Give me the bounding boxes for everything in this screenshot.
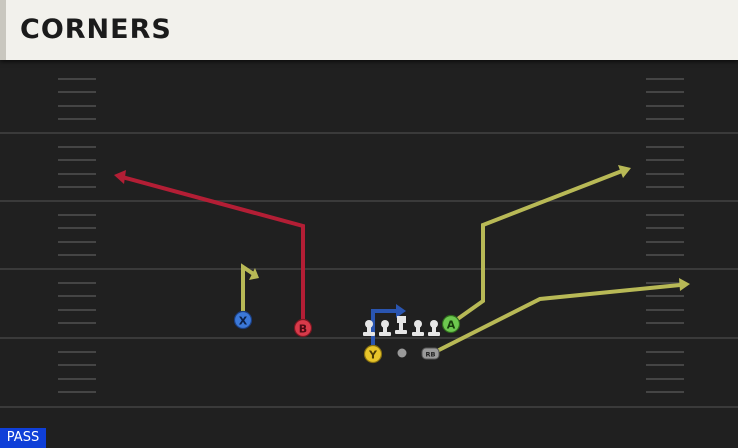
running-back[interactable]: RB bbox=[421, 347, 440, 360]
a-button-icon bbox=[441, 314, 461, 334]
route-rb-wheel bbox=[437, 283, 682, 352]
lineman bbox=[379, 320, 391, 336]
route-b-arrowhead bbox=[114, 170, 126, 184]
route-b-corner bbox=[120, 175, 305, 322]
yard-lines bbox=[0, 132, 738, 408]
receiver-a-label: A bbox=[447, 319, 456, 332]
quarterback-marker bbox=[397, 348, 407, 358]
y-button-icon bbox=[363, 344, 383, 364]
receiver-y-label: Y bbox=[368, 349, 378, 362]
route-x-arrowhead bbox=[249, 268, 259, 280]
route-a-arrowhead bbox=[618, 165, 631, 178]
lineman bbox=[363, 320, 375, 336]
receiver-x-label: X bbox=[239, 315, 248, 328]
lineman bbox=[412, 320, 424, 336]
title-bar: CORNERS bbox=[0, 0, 738, 60]
title-accent bbox=[0, 0, 6, 60]
play-type-badge: PASS bbox=[0, 428, 46, 448]
receiver-a[interactable]: A bbox=[441, 314, 461, 334]
route-x-hitch bbox=[241, 263, 257, 314]
route-y-arrowhead bbox=[396, 304, 406, 318]
b-button-icon bbox=[293, 318, 313, 338]
route-a-corner bbox=[457, 169, 624, 320]
hash-marks-left bbox=[58, 78, 96, 393]
receiver-b-label: B bbox=[299, 323, 307, 336]
play-title: CORNERS bbox=[20, 14, 172, 45]
receiver-x[interactable]: X bbox=[233, 310, 253, 330]
receiver-y[interactable]: Y bbox=[363, 344, 383, 364]
hash-marks-right bbox=[646, 78, 684, 393]
routes bbox=[114, 165, 690, 352]
route-rb-arrowhead bbox=[679, 278, 690, 291]
running-back-label: RB bbox=[426, 351, 436, 359]
receiver-b[interactable]: B bbox=[293, 318, 313, 338]
lineman bbox=[428, 320, 440, 336]
football-field: X B Y A RB bbox=[0, 78, 738, 408]
offensive-line bbox=[363, 316, 440, 336]
x-button-icon bbox=[233, 310, 253, 330]
rb-button-icon bbox=[421, 347, 440, 360]
center bbox=[395, 316, 407, 334]
